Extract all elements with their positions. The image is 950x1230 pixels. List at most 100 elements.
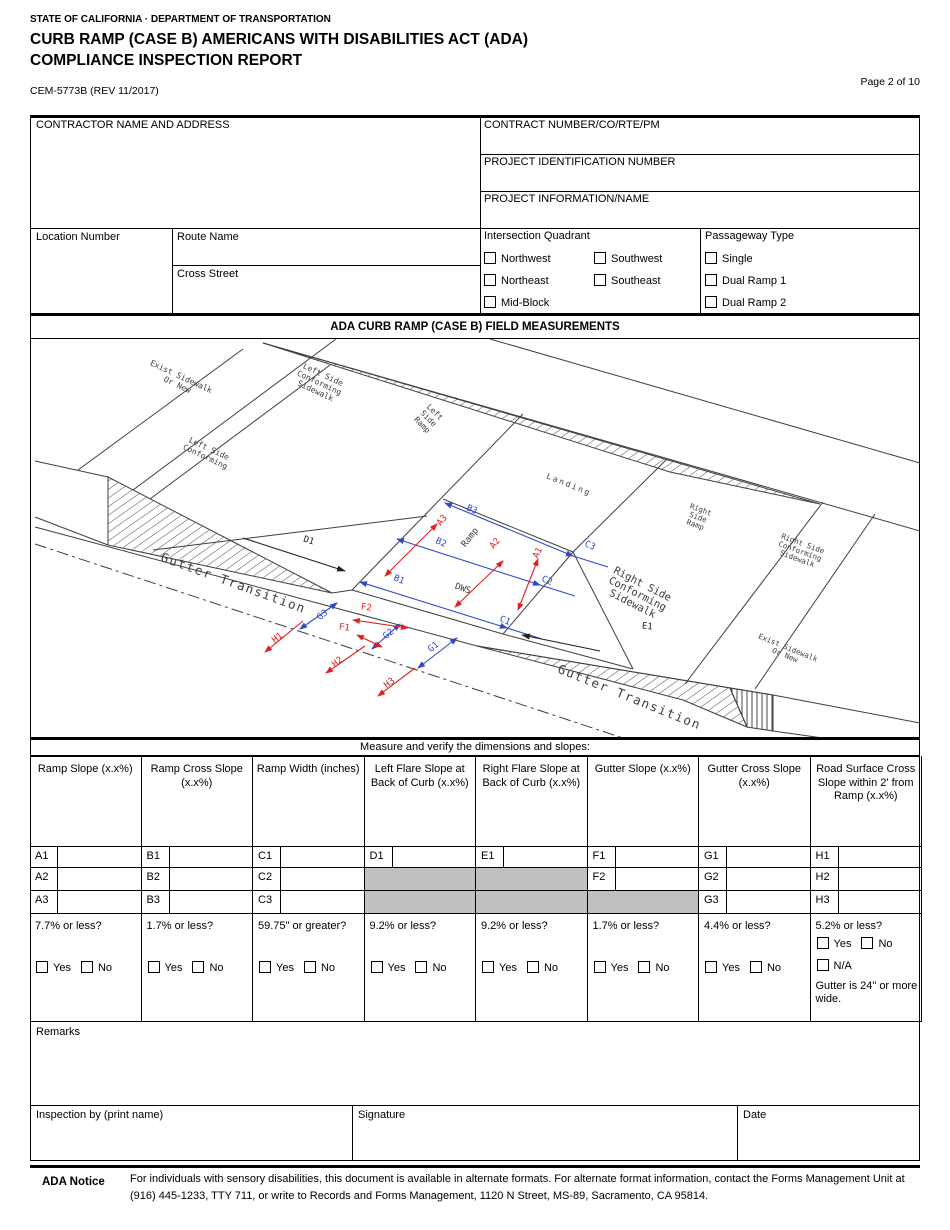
checkbox-col8-na-label: N/A [833,960,852,972]
measure-input-C1[interactable] [281,847,364,867]
date-field[interactable] [743,1126,913,1156]
checkbox-single[interactable]: Single [705,249,753,267]
southwest-checkbox-icon[interactable] [594,252,606,264]
measure-input-E1[interactable] [504,847,587,867]
dual-ramp-1-checkbox-icon[interactable] [705,274,717,286]
dual-ramp-2-checkbox-icon[interactable] [705,296,717,308]
measure-input-F2[interactable] [616,868,699,890]
measure-input-A3[interactable] [58,891,141,913]
checkbox-col8-no[interactable] [861,937,874,949]
checkbox-northwest[interactable]: Northwest [484,249,551,267]
svg-text:G3: G3 [315,608,330,623]
checkbox-col4-yes[interactable] [370,961,383,973]
measure-cell-G2: G2 [699,868,811,891]
checkbox-col3-yes[interactable] [259,961,271,973]
checkbox-col3-no[interactable] [303,961,316,973]
checkbox-dual-ramp-1[interactable]: Dual Ramp 1 [705,271,786,289]
inspection-by-field[interactable] [36,1126,346,1156]
measure-cell-H2: H2 [810,868,922,891]
measure-label-A2: A2 [30,868,58,890]
measure-input-H3[interactable] [839,891,922,913]
single-checkbox-icon[interactable] [705,252,717,264]
checkbox-northeast[interactable]: Northeast [484,271,549,289]
checkbox-southwest[interactable]: Southwest [594,249,662,267]
northwest-checkbox-icon[interactable] [484,252,496,264]
inspection-by-label: Inspection by (print name) [36,1109,164,1121]
left-curb-hatch [107,476,333,594]
form-number: CEM-5773B (REV 11/2017) [30,85,159,97]
measure-input-A2[interactable] [58,868,141,890]
measure-input-B2[interactable] [170,868,253,890]
checkbox-col6-yes[interactable] [593,961,606,973]
checkbox-col8-no-label: No [878,938,893,950]
contractor-name-field[interactable] [36,136,466,222]
signature-field[interactable] [358,1126,728,1156]
black-dimension-arrows [242,537,601,652]
location-number-field[interactable] [36,248,166,308]
agency-line: STATE OF CALIFORNIA · DEPARTMENT OF TRAN… [30,14,331,25]
measure-label-G2: G2 [699,868,727,890]
contract-number-field[interactable] [484,136,914,152]
midblock-checkbox-icon[interactable] [484,296,496,308]
cross-street-field[interactable] [177,285,475,310]
measure-label-C2: C2 [253,868,281,890]
checkbox-col6-yes-label: Yes [610,962,629,974]
checkbox-col8-yes[interactable] [816,937,829,949]
column-header-8: Road Surface Cross Slope within 2' from … [810,756,922,847]
measure-input-B1[interactable] [170,847,253,867]
signature-label: Signature [358,1109,406,1121]
measure-cell-D1: D1 [364,847,476,868]
checkbox-col4-no-label: No [432,962,447,974]
checkbox-col2-yes[interactable] [147,961,160,973]
checkbox-col2-no-label: No [209,962,224,974]
measure-cell-G1: G1 [699,847,811,868]
measure-input-F1[interactable] [616,847,699,867]
measure-input-B3[interactable] [170,891,253,913]
measure-input-C2[interactable] [281,868,364,890]
measure-input-D1[interactable] [393,847,476,867]
southeast-checkbox-icon[interactable] [594,274,606,286]
checkbox-col4-no[interactable] [415,961,428,973]
measure-input-G3[interactable] [727,891,810,913]
checkbox-midblock[interactable]: Mid-Block [484,293,549,311]
measure-label-H1: H1 [811,847,839,867]
checkbox-col1-no[interactable] [80,961,93,973]
measure-label-B2: B2 [142,868,170,890]
curb-ramp-diagram: Exist SidewalkOr New Left SideConforming… [34,339,920,737]
column-header-5: Right Flare Slope at Back of Curb (x.x%) [476,756,588,847]
gutter-flowline [34,543,622,737]
checkbox-col6-no[interactable] [638,961,651,973]
measure-input-G2[interactable] [727,868,810,890]
measure-cell-C3: C3 [253,891,365,914]
measure-input-C3[interactable] [281,891,364,913]
checkbox-col5-yes[interactable] [482,961,494,973]
project-id-field[interactable] [484,173,914,189]
northeast-checkbox-icon[interactable] [484,274,496,286]
cross-street-label: Cross Street [177,268,239,280]
column-header-7: Gutter Cross Slope (x.x%) [699,756,811,847]
svg-text:H2: H2 [330,655,345,670]
checkbox-col1-yes[interactable] [36,961,48,973]
criteria-question-2: 1.7% or less? [146,920,214,932]
checkbox-col7-yes[interactable] [705,961,717,973]
measure-input-H2[interactable] [839,868,922,890]
checkbox-southeast[interactable]: Southeast [594,271,661,289]
measure-input-A1[interactable] [58,847,141,867]
checkbox-col2-no[interactable] [192,961,205,973]
svg-text:C1: C1 [498,614,512,627]
route-name-field[interactable] [177,247,475,263]
checkbox-dual-ramp-2[interactable]: Dual Ramp 2 [705,293,786,311]
checkbox-col7-no[interactable] [749,961,762,973]
ada-notice-label: ADA Notice [42,1176,105,1188]
checkbox-col8-na[interactable] [816,959,829,971]
checkbox-col5-no[interactable] [526,961,539,973]
measure-input-H1[interactable] [839,847,922,867]
remarks-field[interactable] [36,1042,916,1100]
measure-input-G1[interactable] [727,847,810,867]
criteria-question-3: 59.75" or greater? [258,920,347,932]
project-info-field[interactable] [484,210,914,226]
